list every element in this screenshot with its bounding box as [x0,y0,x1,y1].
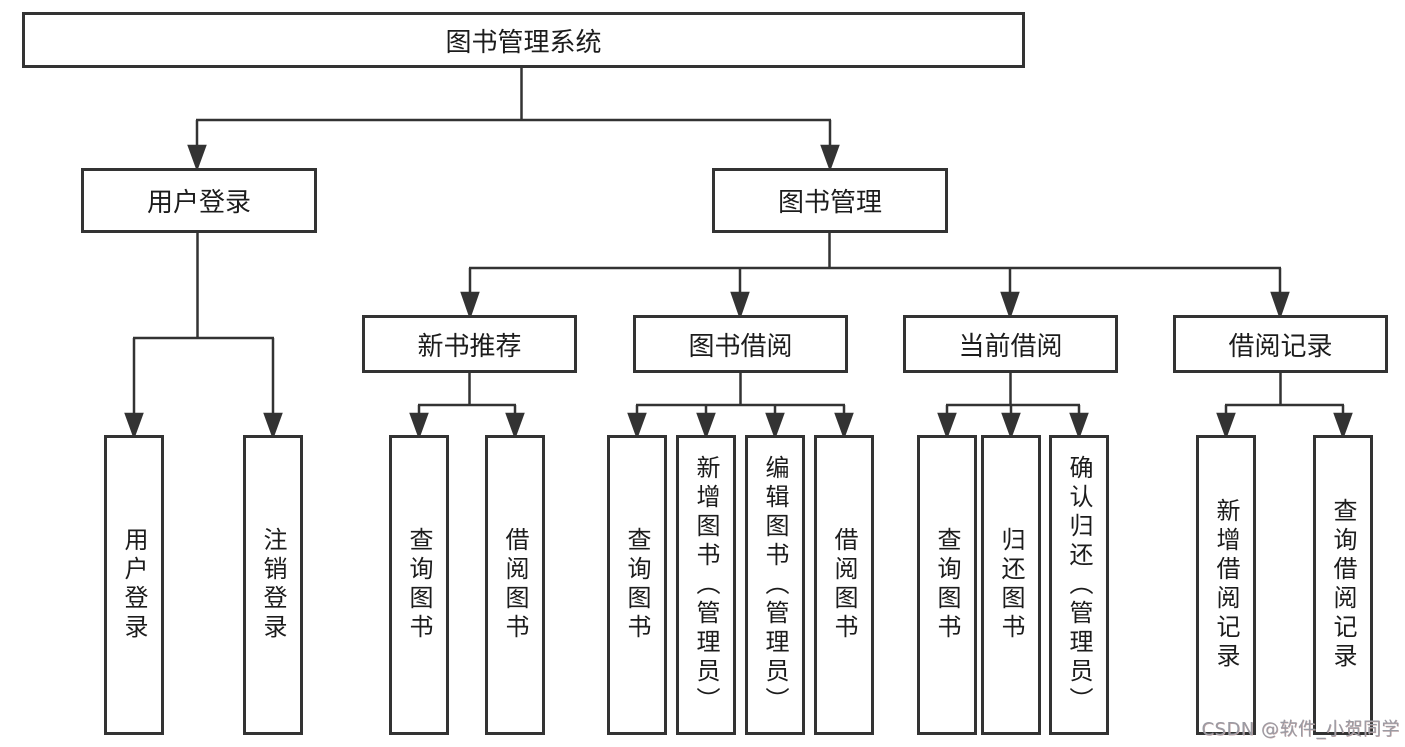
node-label: 图书借阅 [688,331,793,362]
leaf-label: 借阅图书 [501,527,529,643]
leaf-query-books-current: 查询图书 [917,435,977,735]
arrowhead [820,144,840,172]
arrowhead [937,412,957,440]
node-book-management: 图书管理 [712,168,948,233]
arrowhead [505,412,525,440]
arrowhead [460,291,480,320]
node-user-login: 用户登录 [81,168,317,233]
leaf-label: 用户登录 [120,527,148,643]
arrowhead [409,412,429,440]
csdn-watermark: CSDN @软件_小贺同学 [1201,719,1400,740]
leaf-label: 确认归还（管理员） [1065,454,1093,716]
node-current-borrowing: 当前借阅 [903,315,1118,373]
node-library-management-system: 图书管理系统 [22,12,1025,68]
arrowhead [765,412,785,440]
arrowhead [187,144,207,172]
leaf-return-books: 归还图书 [981,435,1041,735]
leaf-logout: 注销登录 [243,435,303,735]
arrowhead [1069,412,1089,440]
arrowhead [730,291,750,320]
leaf-label: 归还图书 [997,527,1025,643]
leaf-user-login: 用户登录 [104,435,164,735]
arrowhead [1001,412,1021,440]
arrowhead [696,412,716,440]
leaf-label: 新增借阅记录 [1212,498,1240,672]
leaf-query-books-recommend: 查询图书 [389,435,449,735]
node-book-borrowing: 图书借阅 [633,315,848,373]
leaf-borrow-books-recommend: 借阅图书 [485,435,545,735]
leaf-query-books-borrowing: 查询图书 [607,435,667,735]
arrowhead [263,412,283,440]
leaf-label: 查询图书 [623,527,651,643]
arrowhead [1333,412,1353,440]
leaf-edit-books-admin: 编辑图书（管理员） [745,435,805,735]
node-label: 图书管理 [777,188,882,218]
leaf-add-books-admin: 新增图书（管理员） [676,435,736,735]
node-new-book-recommendation: 新书推荐 [362,315,577,373]
leaf-add-borrowing-record: 新增借阅记录 [1196,435,1256,735]
arrowhead [627,412,647,440]
arrowhead [124,412,144,440]
arrowhead [834,412,854,440]
leaf-confirm-return-admin: 确认归还（管理员） [1049,435,1109,735]
leaf-label: 编辑图书（管理员） [761,454,789,716]
leaf-label: 借阅图书 [830,527,858,643]
arrowhead [1270,291,1290,320]
leaf-label: 查询图书 [405,527,433,643]
leaf-label: 查询借阅记录 [1329,498,1357,672]
node-label: 图书管理系统 [445,27,602,58]
arrowhead [1216,412,1236,440]
node-label: 新书推荐 [417,331,522,362]
leaf-label: 注销登录 [259,527,287,643]
leaf-query-borrowing-record: 查询借阅记录 [1313,435,1373,735]
arrowhead [1000,291,1020,320]
node-borrowing-records: 借阅记录 [1173,315,1388,373]
node-label: 借阅记录 [1228,331,1333,362]
leaf-label: 新增图书（管理员） [692,454,720,716]
node-label: 用户登录 [146,188,251,218]
leaf-borrow-books: 借阅图书 [814,435,874,735]
node-label: 当前借阅 [958,331,1063,362]
leaf-label: 查询图书 [933,527,961,643]
